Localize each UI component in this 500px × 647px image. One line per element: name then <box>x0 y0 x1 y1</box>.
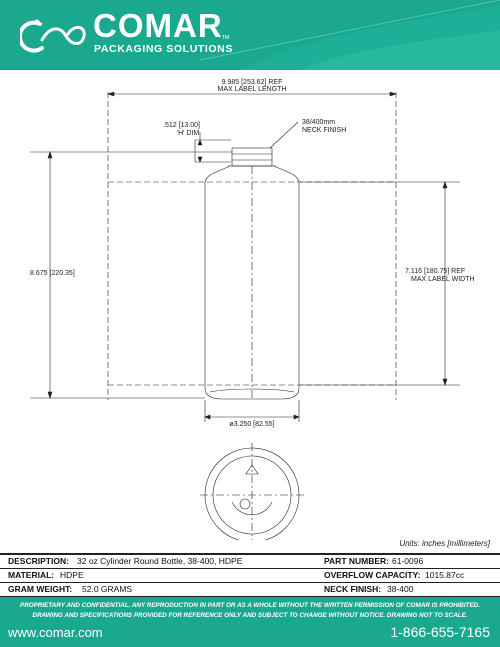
h-dim-caption: 'H' DIM <box>177 130 200 137</box>
header-banner: COMAR TM PACKAGING SOLUTIONS <box>0 0 500 70</box>
spec-row-description: DESCRIPTION: 32 oz Cylinder Round Bottle… <box>0 555 500 569</box>
mold-date-dial-icon <box>239 498 251 510</box>
neck-finish-leader <box>269 121 299 149</box>
neck-finish-label: NECK FINISH: <box>324 584 382 594</box>
part-number-label: PART NUMBER: <box>324 556 390 566</box>
label-width-caption: MAX LABEL WIDTH <box>411 276 475 283</box>
label-length-arrows <box>107 91 397 97</box>
h-dim-arrows <box>197 139 203 163</box>
part-number-value: 61-0096 <box>392 556 424 566</box>
legal-line-2: DRAWING AND SPECIFICATIONS PROVIDED FOR … <box>32 612 468 619</box>
overflow-capacity-label: OVERFLOW CAPACITY: <box>324 570 421 580</box>
website-link[interactable]: www.comar.com <box>8 625 103 640</box>
brand-tagline: PACKAGING SOLUTIONS <box>94 43 233 55</box>
overall-height-arrows <box>47 151 53 399</box>
spec-row-material: MATERIAL: HDPE OVERFLOW CAPACITY: 1015.8… <box>0 569 500 583</box>
legal-line-1: PROPRIETARY AND CONFIDENTIAL. ANY REPROD… <box>20 602 480 609</box>
brand-name: COMAR <box>93 7 223 44</box>
header-wave-graphic <box>199 0 500 70</box>
label-length-caption: MAX LABEL LENGTH <box>218 86 287 93</box>
h-dim-value: .512 [13.00] <box>163 122 200 129</box>
diameter-arrows <box>204 414 300 420</box>
description-label: DESCRIPTION: <box>8 556 69 566</box>
recycle-symbol-icon <box>245 464 259 475</box>
comar-logo-icon <box>20 19 86 53</box>
overflow-capacity-value: 1015.87cc <box>425 570 465 580</box>
legal-notice: PROPRIETARY AND CONFIDENTIAL. ANY REPROD… <box>0 601 500 621</box>
spec-table: DESCRIPTION: 32 oz Cylinder Round Bottle… <box>0 553 500 597</box>
label-width-value: 7.116 [180.75] REF <box>405 268 465 275</box>
bottom-view-arc <box>231 501 273 516</box>
neck-finish-value: 38/400mm <box>302 119 335 126</box>
label-length-value: 9.985 [253.62] REF <box>222 79 283 86</box>
label-width-arrows <box>442 181 448 386</box>
diameter-value: ø3.250 [82.55] <box>229 421 274 428</box>
bottle-base-curve <box>209 388 295 393</box>
material-value: HDPE <box>60 570 84 580</box>
units-note: Units: inches [millimeters] <box>399 539 490 548</box>
trademark-mark: TM <box>222 35 230 41</box>
material-label: MATERIAL: <box>8 570 55 580</box>
bottle-neck <box>231 147 273 167</box>
neck-finish-caption: NECK FINISH <box>302 127 346 134</box>
spec-row-gram-weight: GRAM WEIGHT: 52.0 GRAMS NECK FINISH: 38-… <box>0 583 500 597</box>
description-value: 32 oz Cylinder Round Bottle, 38-400, HDP… <box>77 556 243 566</box>
overall-height-value: 8.675 [220.35] <box>30 270 75 277</box>
neck-finish-spec-value: 38-400 <box>387 584 414 594</box>
phone-number[interactable]: 1-866-655-7165 <box>390 624 490 640</box>
bottle-technical-drawing: 9.985 [253.62] REF MAX LABEL LENGTH 38/4… <box>30 79 475 540</box>
bottle-body-outline <box>204 165 300 400</box>
gram-weight-label: GRAM WEIGHT: <box>8 584 73 594</box>
footer-banner: PROPRIETARY AND CONFIDENTIAL. ANY REPROD… <box>0 597 500 647</box>
gram-weight-value: 52.0 GRAMS <box>82 584 133 594</box>
